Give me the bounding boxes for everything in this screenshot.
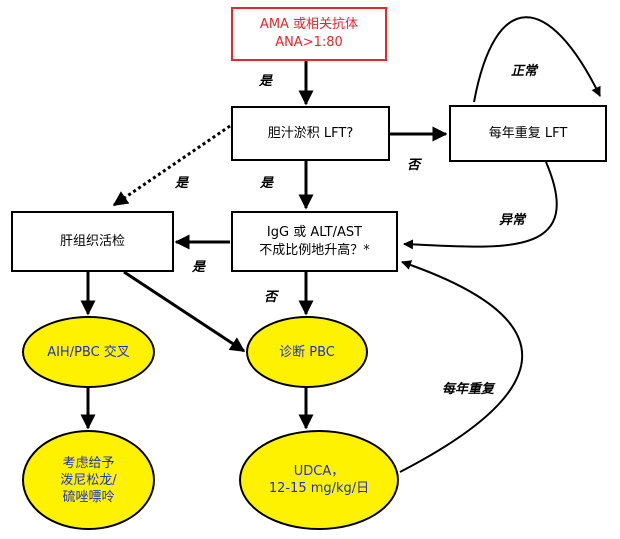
annual-lft-text: 每年重复 LFT [488, 125, 568, 141]
igg-box: IgG 或 ALT/AST 不成比例地升高？* [231, 211, 398, 272]
label-no-cholestatic: 否 [407, 158, 421, 173]
consider-line2: 泼尼松龙/ [60, 472, 117, 488]
label-no-igg: 否 [264, 290, 278, 305]
biopsy-text: 肝组织活检 [59, 233, 125, 249]
ama-line2: ANA>1:80 [275, 35, 343, 50]
annual-lft-box: 每年重复 LFT [449, 105, 607, 162]
udca-line2: 12-15 mg/kg/日 [268, 481, 370, 496]
cholestatic-box: 胆汁淤积 LFT? [231, 106, 390, 161]
consider-line1: 考虑给予 [62, 455, 115, 471]
label-normal: 正常 [511, 64, 538, 79]
label-yes-cholestatic: 是 [260, 176, 274, 191]
overlap-text: AIH/PBC 交叉 [47, 344, 130, 360]
udca-line1: UDCA， [293, 464, 345, 479]
igg-line1: IgG 或 ALT/AST [266, 224, 363, 240]
label-abnormal: 异常 [499, 213, 526, 228]
overlap-oval: AIH/PBC 交叉 [22, 316, 155, 388]
igg-line2: 不成比例地升高？* [259, 242, 370, 258]
arrow-biopsy-to-diagnose [123, 270, 246, 353]
ama-box: AMA 或相关抗体 ANA>1:80 [231, 7, 387, 61]
biopsy-box: 肝组织活检 [11, 211, 174, 272]
arrow-abnormal-to-igg [403, 161, 558, 250]
arrow-annual-repeat-to-igg [399, 260, 524, 473]
ama-line1: AMA 或相关抗体 [259, 17, 359, 32]
label-yes-dotted: 是 [175, 176, 189, 191]
consider-line3: 硫唑嘌呤 [62, 489, 115, 505]
cholestatic-text: 胆汁淤积 LFT? [267, 125, 354, 141]
arrow-normal-loop [473, 16, 601, 103]
label-yes-igg: 是 [192, 260, 206, 275]
diagnose-oval: 诊断 PBC [246, 316, 368, 388]
diagnose-text: 诊断 PBC [279, 344, 335, 360]
label-annual-repeat: 每年重复 [442, 382, 495, 397]
consider-oval: 考虑给予 泼尼松龙/ 硫唑嘌呤 [22, 430, 155, 530]
udca-oval: UDCA， 12-15 mg/kg/日 [239, 430, 399, 530]
label-yes-ama: 是 [259, 74, 273, 89]
dotted-arrow-cholestatic-to-biopsy [112, 124, 231, 207]
